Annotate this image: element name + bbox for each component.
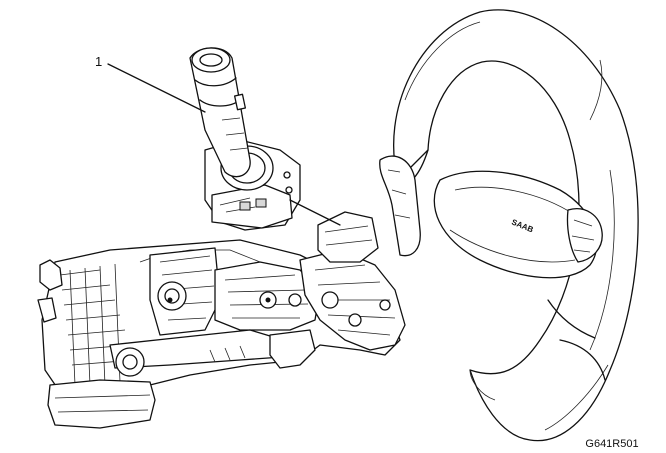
steering-column [37, 211, 406, 429]
callout-number: 1 [95, 54, 102, 69]
stalk-switch-assembly [189, 47, 301, 231]
leader-line [107, 63, 206, 113]
figure-code: G641R501 [585, 438, 638, 450]
steering-wheel: SAAB [379, 9, 639, 442]
connector-wire [289, 199, 341, 226]
callout-1: 1 [95, 54, 206, 113]
